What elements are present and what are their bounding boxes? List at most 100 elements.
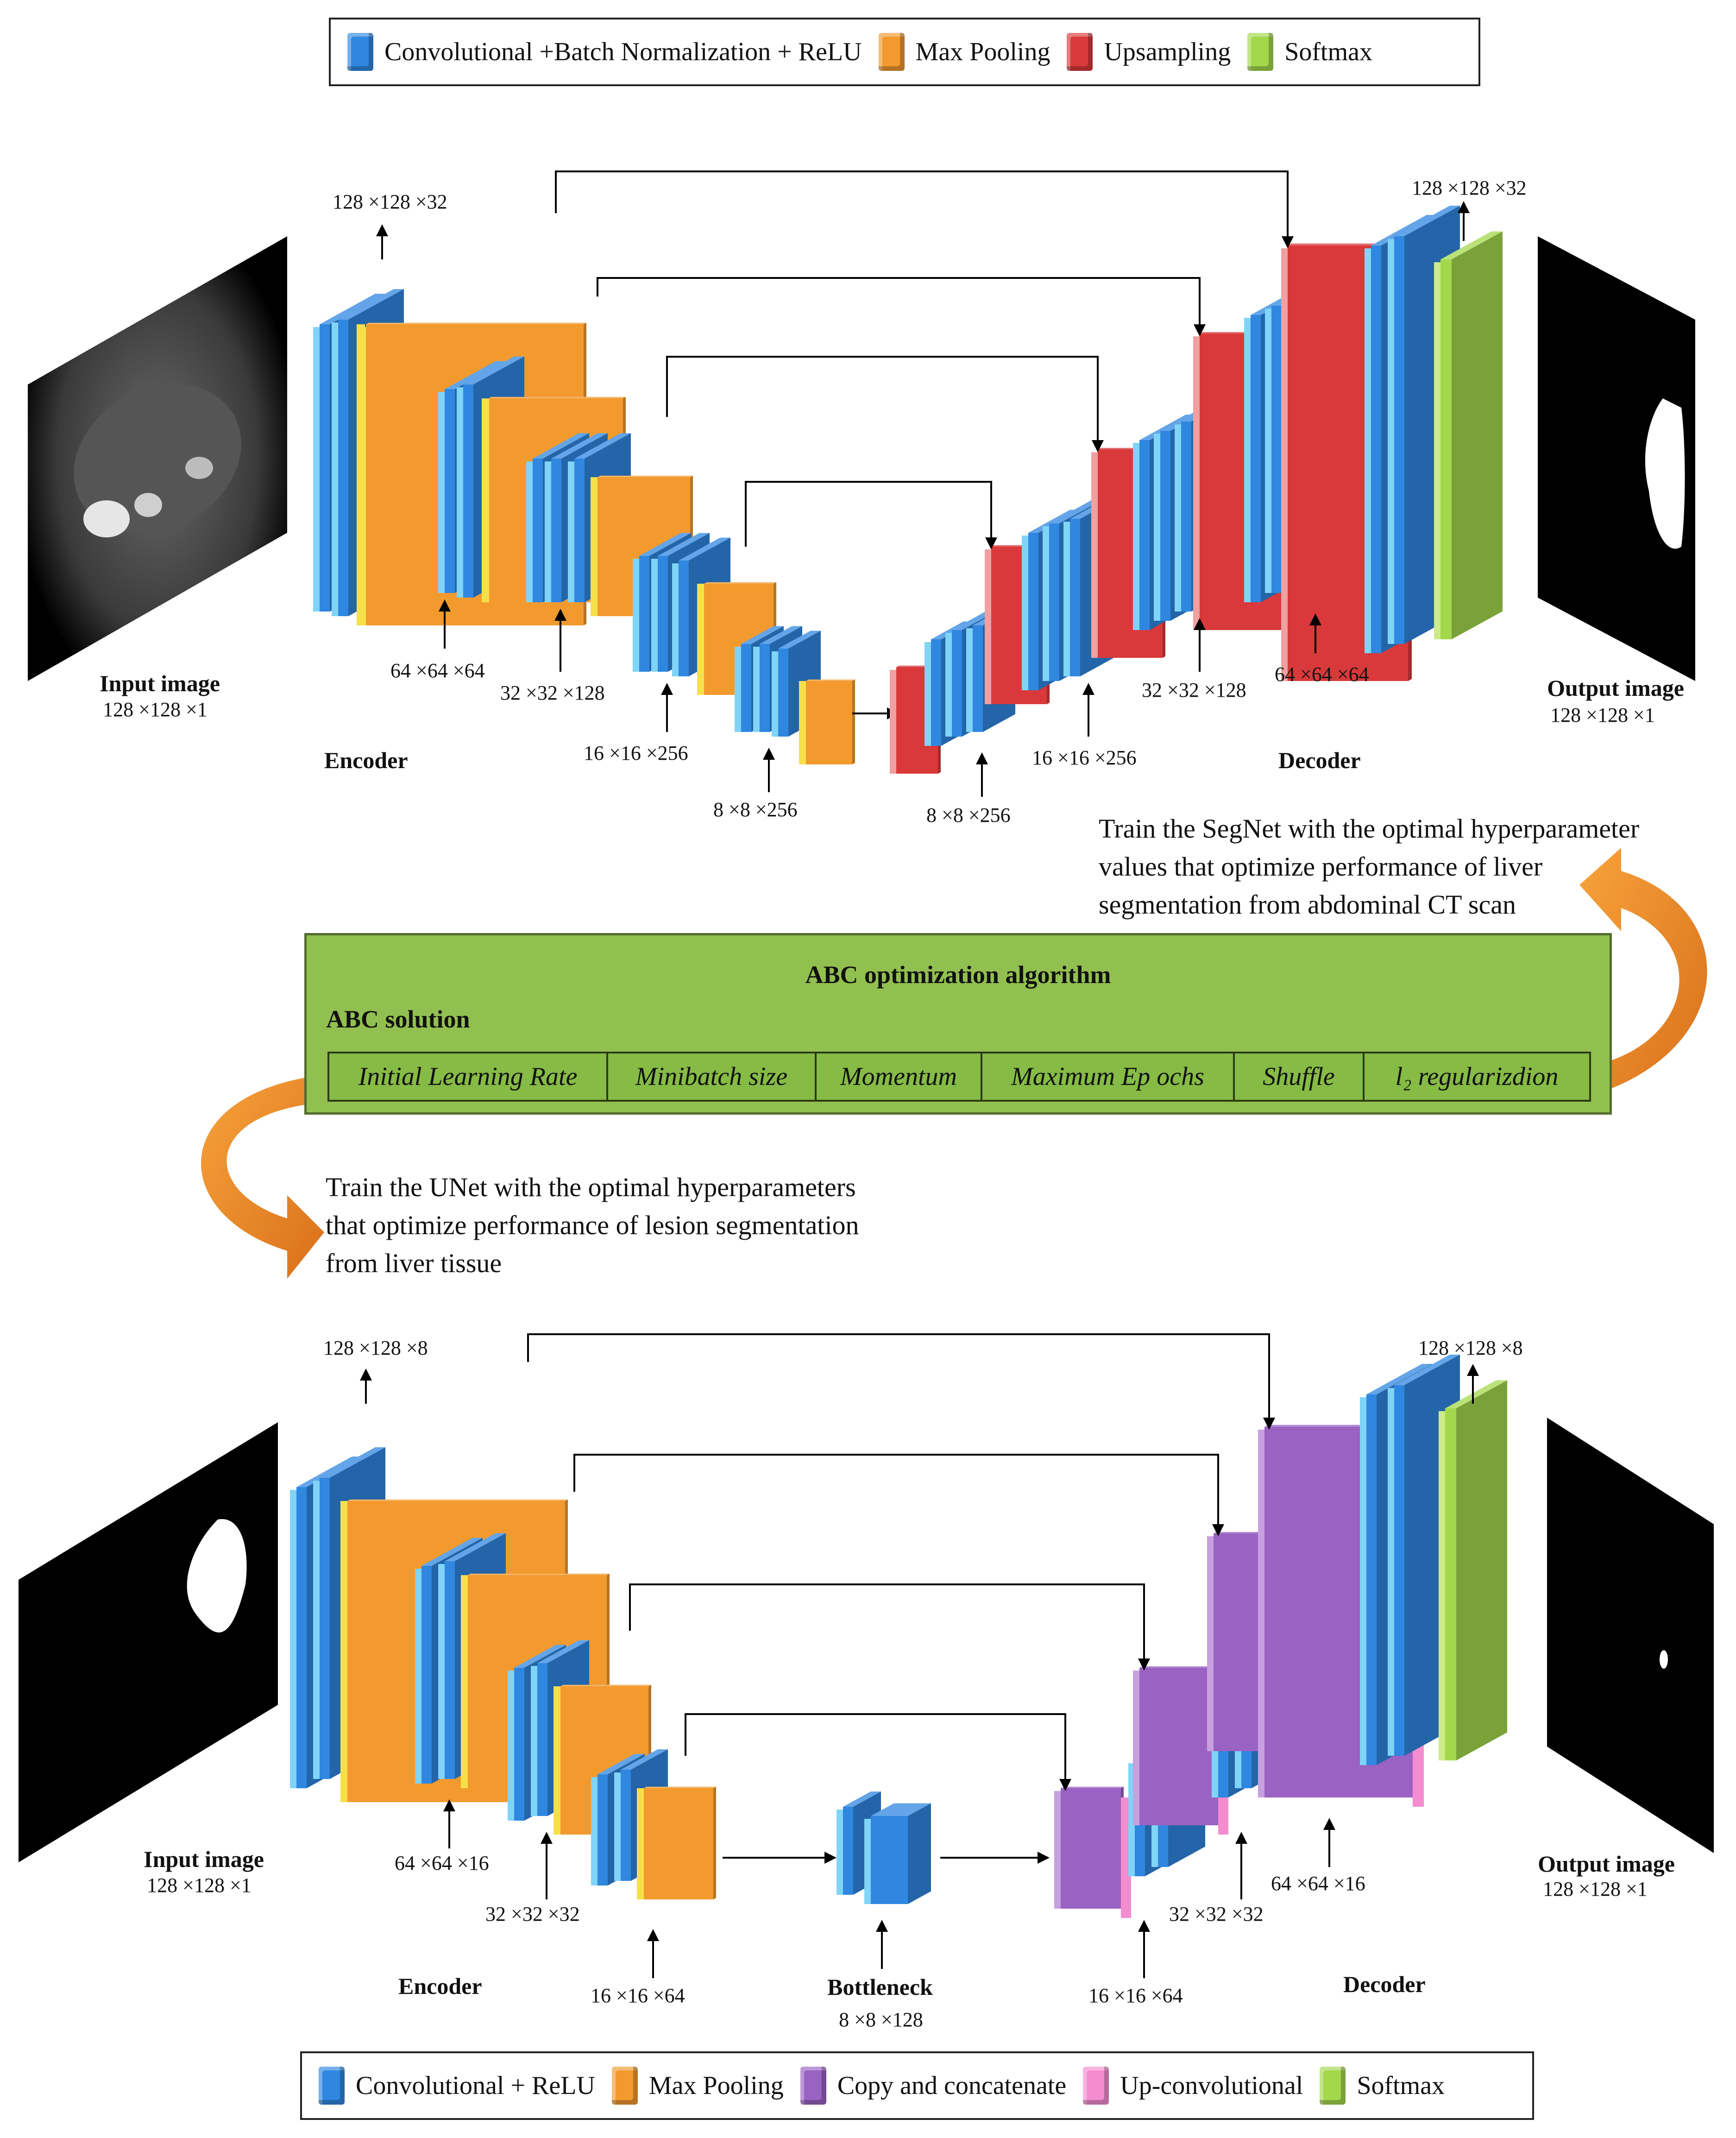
- slab-top: [1440, 231, 1503, 259]
- slab-front: [1366, 1394, 1377, 1765]
- slab-top: [1445, 1380, 1507, 1408]
- slab-front: [806, 681, 852, 764]
- slab-front: [1371, 246, 1381, 653]
- legend-label: Up-convolutional: [1120, 2071, 1303, 2100]
- upsample-swatch: [1067, 33, 1093, 71]
- slab-front: [621, 1770, 631, 1881]
- slab-edge: [526, 461, 533, 602]
- softmax-swatch: [1320, 2067, 1346, 2105]
- slab-front: [574, 459, 585, 602]
- legend-item-copy-concat: Copy and concatenate: [800, 2067, 1066, 2105]
- unet-input-dim: 128 ×128 ×1: [147, 1874, 252, 1897]
- concat-swatch: [800, 2067, 826, 2105]
- slab-front: [1061, 1788, 1121, 1909]
- segnet-output-dim: 128 ×128 ×1: [1550, 704, 1655, 726]
- slab-edge: [735, 647, 741, 732]
- slab-top: [463, 356, 524, 385]
- slab-front: [537, 1663, 547, 1816]
- abc-title: ABC optimization algorithm: [805, 961, 1111, 989]
- slab-edge: [438, 392, 445, 593]
- unet-dec-dim-2: 32 ×32 ×32: [1169, 1903, 1264, 1925]
- seg-skip-2: [597, 277, 1206, 336]
- slab-edge: [531, 1666, 537, 1816]
- param-minibatch-size: Minibatch size: [608, 1053, 817, 1100]
- slab-edge: [672, 563, 679, 676]
- segnet-dec-dim-1: 8 ×8 ×256: [926, 804, 1011, 826]
- slab-front: [533, 459, 543, 602]
- slab-top: [871, 1803, 931, 1816]
- unet-output-mask-image: [1547, 1418, 1714, 1853]
- legend-label: Convolutional + ReLU: [356, 2071, 595, 2100]
- legend-top: Convolutional +Batch Normalization + ReL…: [329, 18, 1480, 86]
- segnet-input-dim: 128 ×128 ×1: [103, 698, 208, 721]
- slab-front: [871, 1816, 908, 1904]
- slab-front: [1070, 519, 1080, 676]
- softmax-swatch: [1247, 33, 1274, 71]
- slab-side: [908, 1803, 931, 1904]
- slab-edge: [837, 1810, 843, 1895]
- unet-output-lesion: [1660, 1650, 1668, 1669]
- unet-skip-2: [573, 1454, 1224, 1536]
- unet-enc-dim-1: 128 ×128 ×8: [323, 1337, 428, 1359]
- slab-front: [1139, 440, 1150, 630]
- unet-dec-dim-1: 16 ×16 ×64: [1088, 1984, 1183, 2007]
- slab-front: [296, 1487, 307, 1788]
- unet-bottleneck-dim: 8 ×8 ×128: [839, 2008, 923, 2031]
- slab-front: [421, 1566, 432, 1784]
- slab-top: [537, 1640, 589, 1663]
- slab-front: [320, 1478, 330, 1779]
- ct-spine: [83, 500, 130, 537]
- pool-swatch: [611, 2067, 638, 2105]
- slab-edge: [313, 1481, 320, 1779]
- slab-edge: [1154, 434, 1160, 621]
- unet-caption: Train the UNet with the optimal hyperpar…: [326, 1168, 859, 1282]
- slab-edge: [772, 651, 778, 737]
- segnet-dec-dim-2: 16 ×16 ×256: [1032, 746, 1137, 769]
- slab-front: [598, 1774, 608, 1886]
- legend-label: Convolutional +Batch Normalization + ReL…: [384, 38, 862, 66]
- slab-edge: [1022, 536, 1028, 690]
- slab-edge: [1054, 1791, 1061, 1909]
- slab-edge: [925, 642, 931, 746]
- unet-enc4-pool: [637, 1786, 716, 1899]
- slab-front: [551, 459, 561, 602]
- legend-item-softmax: Softmax: [1247, 33, 1372, 71]
- unet-enc2-bn: [461, 1575, 468, 1788]
- segnet-output-mask-image: [1538, 236, 1695, 681]
- slab-top: [952, 612, 994, 630]
- slab-edge: [457, 387, 463, 598]
- slab-top: [514, 1645, 566, 1668]
- legend-item-conv-bn-relu: Convolutional +Batch Normalization + ReL…: [347, 33, 862, 71]
- caption-line: values that optimize performance of live…: [1099, 851, 1543, 882]
- slab-edge: [1388, 239, 1394, 644]
- slab-top: [560, 1684, 651, 1686]
- unet-enc4-bn: [637, 1788, 644, 1899]
- slab-top: [598, 1754, 645, 1774]
- slab-top: [741, 626, 784, 644]
- unet-bottleneck-conv-b: [864, 1803, 931, 1904]
- seg-softmax: [1434, 231, 1503, 639]
- slab-top: [366, 322, 586, 324]
- abc-params-table: Initial Learning Rate Minibatch size Mom…: [327, 1052, 1591, 1102]
- slab-top: [574, 433, 631, 459]
- orange-arrow-to-unet: [201, 1075, 324, 1279]
- unet-dec1-cat: [1054, 1786, 1124, 1909]
- slab-top: [1394, 1355, 1460, 1385]
- slab-edge: [415, 1569, 421, 1784]
- slab-top: [778, 631, 821, 649]
- slab-front: [1445, 1408, 1456, 1760]
- slab-front: [1160, 431, 1170, 621]
- slab-front: [931, 639, 941, 746]
- slab-edge: [1388, 1388, 1394, 1756]
- unet-dec-dim-4: 128 ×128 ×8: [1418, 1337, 1523, 1359]
- slab-front: [741, 644, 751, 732]
- seg-skip-3: [666, 356, 1104, 452]
- slab-edge: [438, 1564, 445, 1779]
- slab-top: [644, 1786, 716, 1788]
- slab-edge: [1207, 1536, 1214, 1751]
- slab-edge: [568, 461, 574, 602]
- conv-swatch: [319, 2067, 345, 2105]
- unet-enc-dim-3: 32 ×32 ×32: [485, 1903, 580, 1925]
- slab-edge: [966, 628, 973, 732]
- slab-top: [760, 626, 802, 644]
